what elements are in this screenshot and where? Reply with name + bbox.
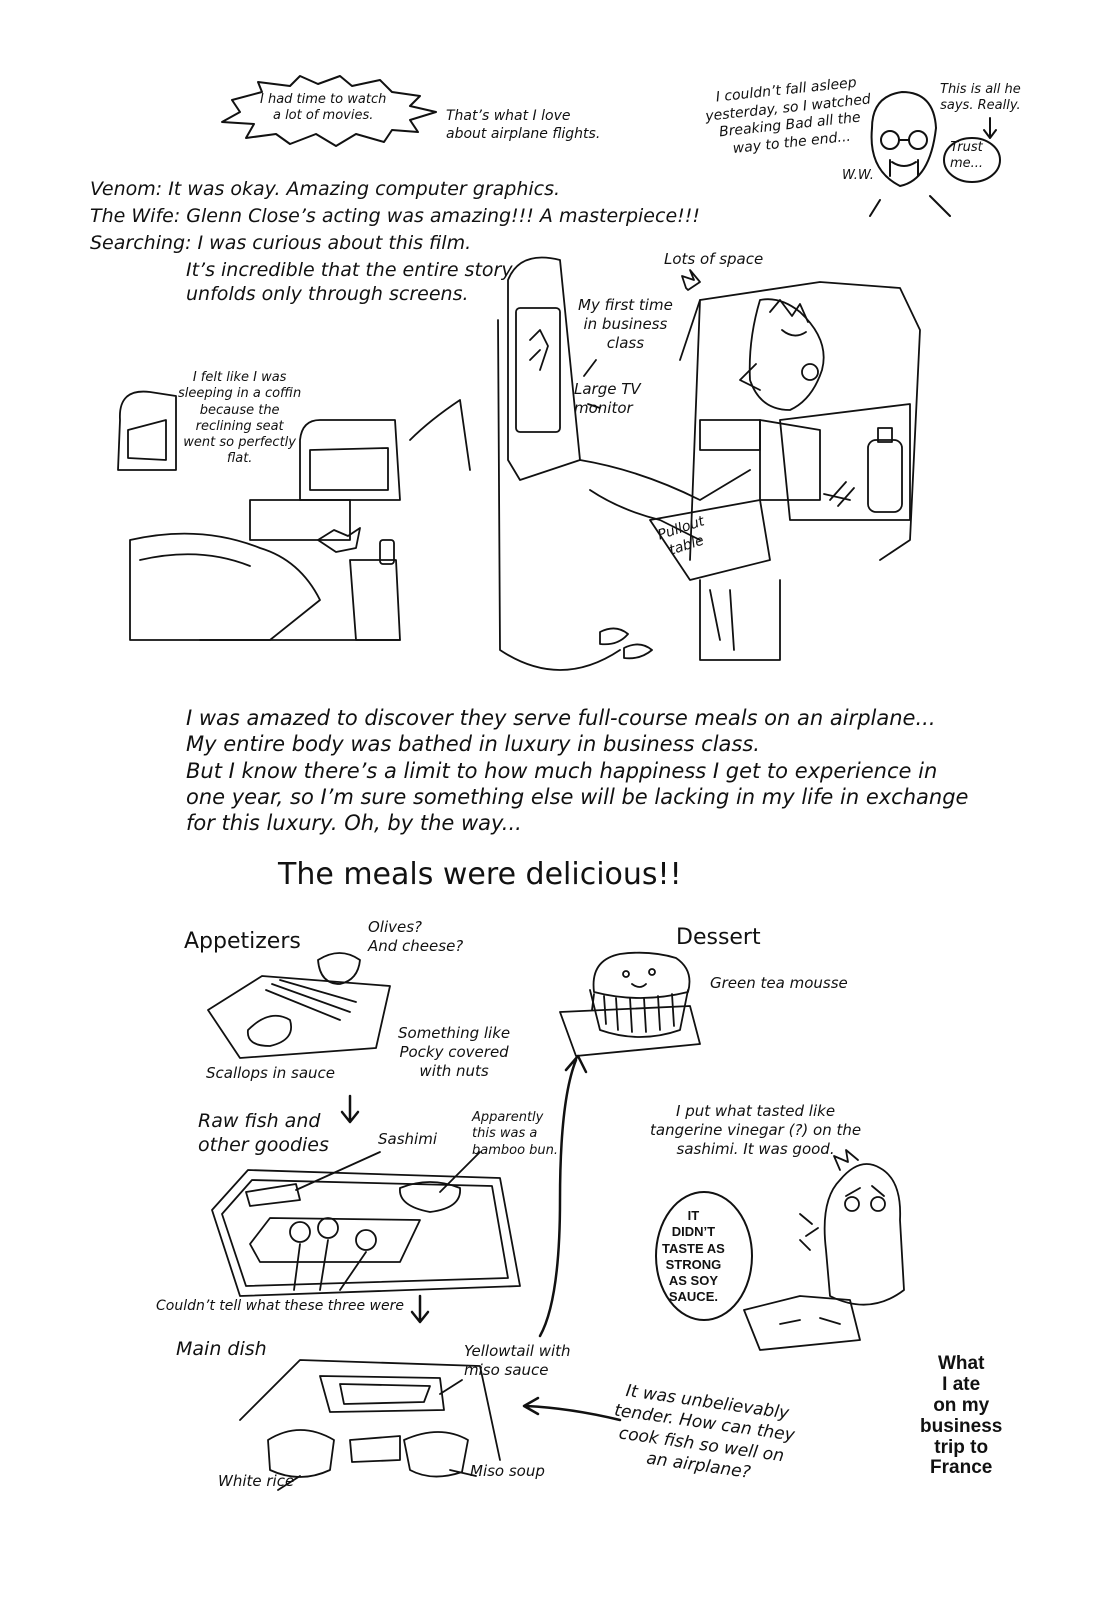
heading-appetizers: Appetizers (184, 929, 301, 954)
label-tangerine: I put what tasted like tangerine vinegar… (650, 1102, 862, 1158)
label-scallops: Scallops in sauce (206, 1064, 336, 1082)
headline: The meals were delicious!! (278, 857, 682, 892)
bottle (867, 439, 903, 513)
review-searching-detail: It’s incredible that the entire story un… (186, 259, 513, 305)
heading-dessert: Dessert (676, 925, 761, 950)
label-pocky: Something like Pocky covered with nuts (398, 1024, 511, 1080)
arrow-down-1 (340, 1094, 360, 1124)
ww-sign: W.W. (842, 168, 874, 183)
label-first-time: My first time in business class (578, 296, 673, 352)
arrow-down-2 (410, 1294, 430, 1324)
soy-bubble (655, 1191, 753, 1321)
arrow-left (522, 1396, 622, 1422)
sparkle-icon (681, 269, 701, 291)
narration: I was amazed to discover they serve full… (186, 706, 969, 835)
main-dish-drawing (239, 1359, 501, 1491)
heading-rawfish: Raw fish and other goodies (198, 1110, 329, 1156)
speech-burst (221, 75, 437, 147)
label-tv: Large TV monitor (574, 380, 641, 417)
label-mousse: Green tea mousse (710, 974, 848, 992)
review-wife: The Wife: Glenn Close’s acting was amazi… (90, 205, 700, 227)
ww-note: This is all he says. Really. (940, 82, 1021, 114)
trust-bubble (943, 137, 1001, 183)
pullout-table (649, 499, 771, 581)
label-three: Couldn’t tell what these three were (156, 1298, 404, 1314)
tv-monitor (515, 307, 561, 433)
chapter-caption: What I ate on my business trip to France (920, 1353, 1003, 1479)
heading-main: Main dish (176, 1338, 267, 1360)
soy-text: IT DIDN’T TASTE AS STRONG AS SOY SAUCE. (662, 1208, 725, 1305)
burst-text: I had time to watch a lot of movies. (260, 92, 387, 124)
walter-white-drawing (869, 91, 951, 217)
label-rice: White rice (218, 1472, 295, 1490)
mousse-drawing (559, 951, 701, 1057)
chicken-drawing (743, 1149, 905, 1351)
arrow-up-curve (538, 1054, 588, 1338)
love-text: That’s what I love about airplane flight… (446, 108, 601, 142)
trust-text: Trust me... (950, 140, 984, 172)
label-coffin: I felt like I was sleeping in a coffin b… (178, 370, 302, 467)
label-olives: Olives? And cheese? (368, 918, 464, 955)
label-bamboo: Apparently this was a bamboo bun. (472, 1110, 559, 1158)
raw-fish-tray-drawing (211, 1151, 521, 1297)
business-seat-drawing (497, 256, 921, 671)
appetizer-drawing (207, 952, 391, 1059)
label-sashimi: Sashimi (378, 1130, 437, 1148)
label-miso: Miso soup (470, 1462, 545, 1480)
review-venom: Venom: It was okay. Amazing computer gra… (90, 178, 561, 200)
label-yellowtail: Yellowtail with miso sauce (464, 1342, 571, 1379)
label-space: Lots of space (664, 250, 764, 268)
review-searching: Searching: I was curious about this film… (90, 232, 472, 254)
sleeping-seat-drawing (117, 390, 471, 641)
